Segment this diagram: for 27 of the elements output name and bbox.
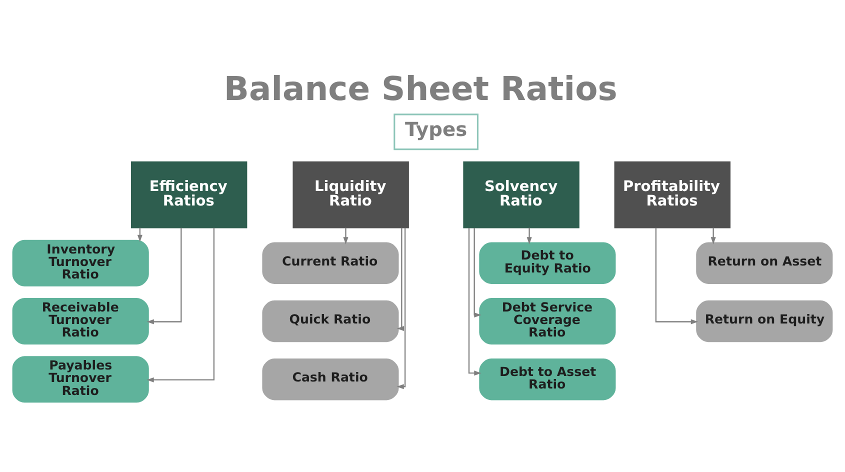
node-box: Debt to Asset Ratio [479, 358, 616, 400]
node-box: Quick Ratio [262, 300, 399, 342]
node-box: Debt to Equity Ratio [479, 242, 616, 284]
arrow [343, 227, 348, 244]
node-box: Cash Ratio [262, 358, 399, 400]
node-box: Current Ratio [262, 242, 399, 284]
node-box: Debt Service Coverage Ratio [479, 298, 616, 344]
node-box: Liquidity Ratio [292, 160, 409, 228]
node-box: Solvency Ratio [463, 160, 580, 228]
diagram-title: Balance Sheet Ratios [224, 68, 618, 108]
node-box: Types [394, 113, 478, 150]
node-box: Return on Equity [696, 300, 833, 342]
arrow [474, 227, 482, 317]
node-box: Return on Asset [696, 242, 833, 284]
arrow [396, 227, 406, 389]
node-box: Receivable Turnover Ratio [12, 298, 149, 344]
node-box: Payables Turnover Ratio [12, 356, 149, 402]
arrow [468, 227, 482, 376]
arrow [710, 227, 716, 244]
arrow [146, 227, 215, 382]
arrow [526, 227, 532, 244]
node-box: Efficiency Ratios [130, 160, 248, 228]
arrow [655, 227, 698, 324]
node-box: Inventory Turnover Ratio [12, 239, 149, 286]
arrow [146, 227, 182, 324]
arrow [396, 227, 404, 331]
node-box: Profitability Ratios [614, 160, 730, 228]
